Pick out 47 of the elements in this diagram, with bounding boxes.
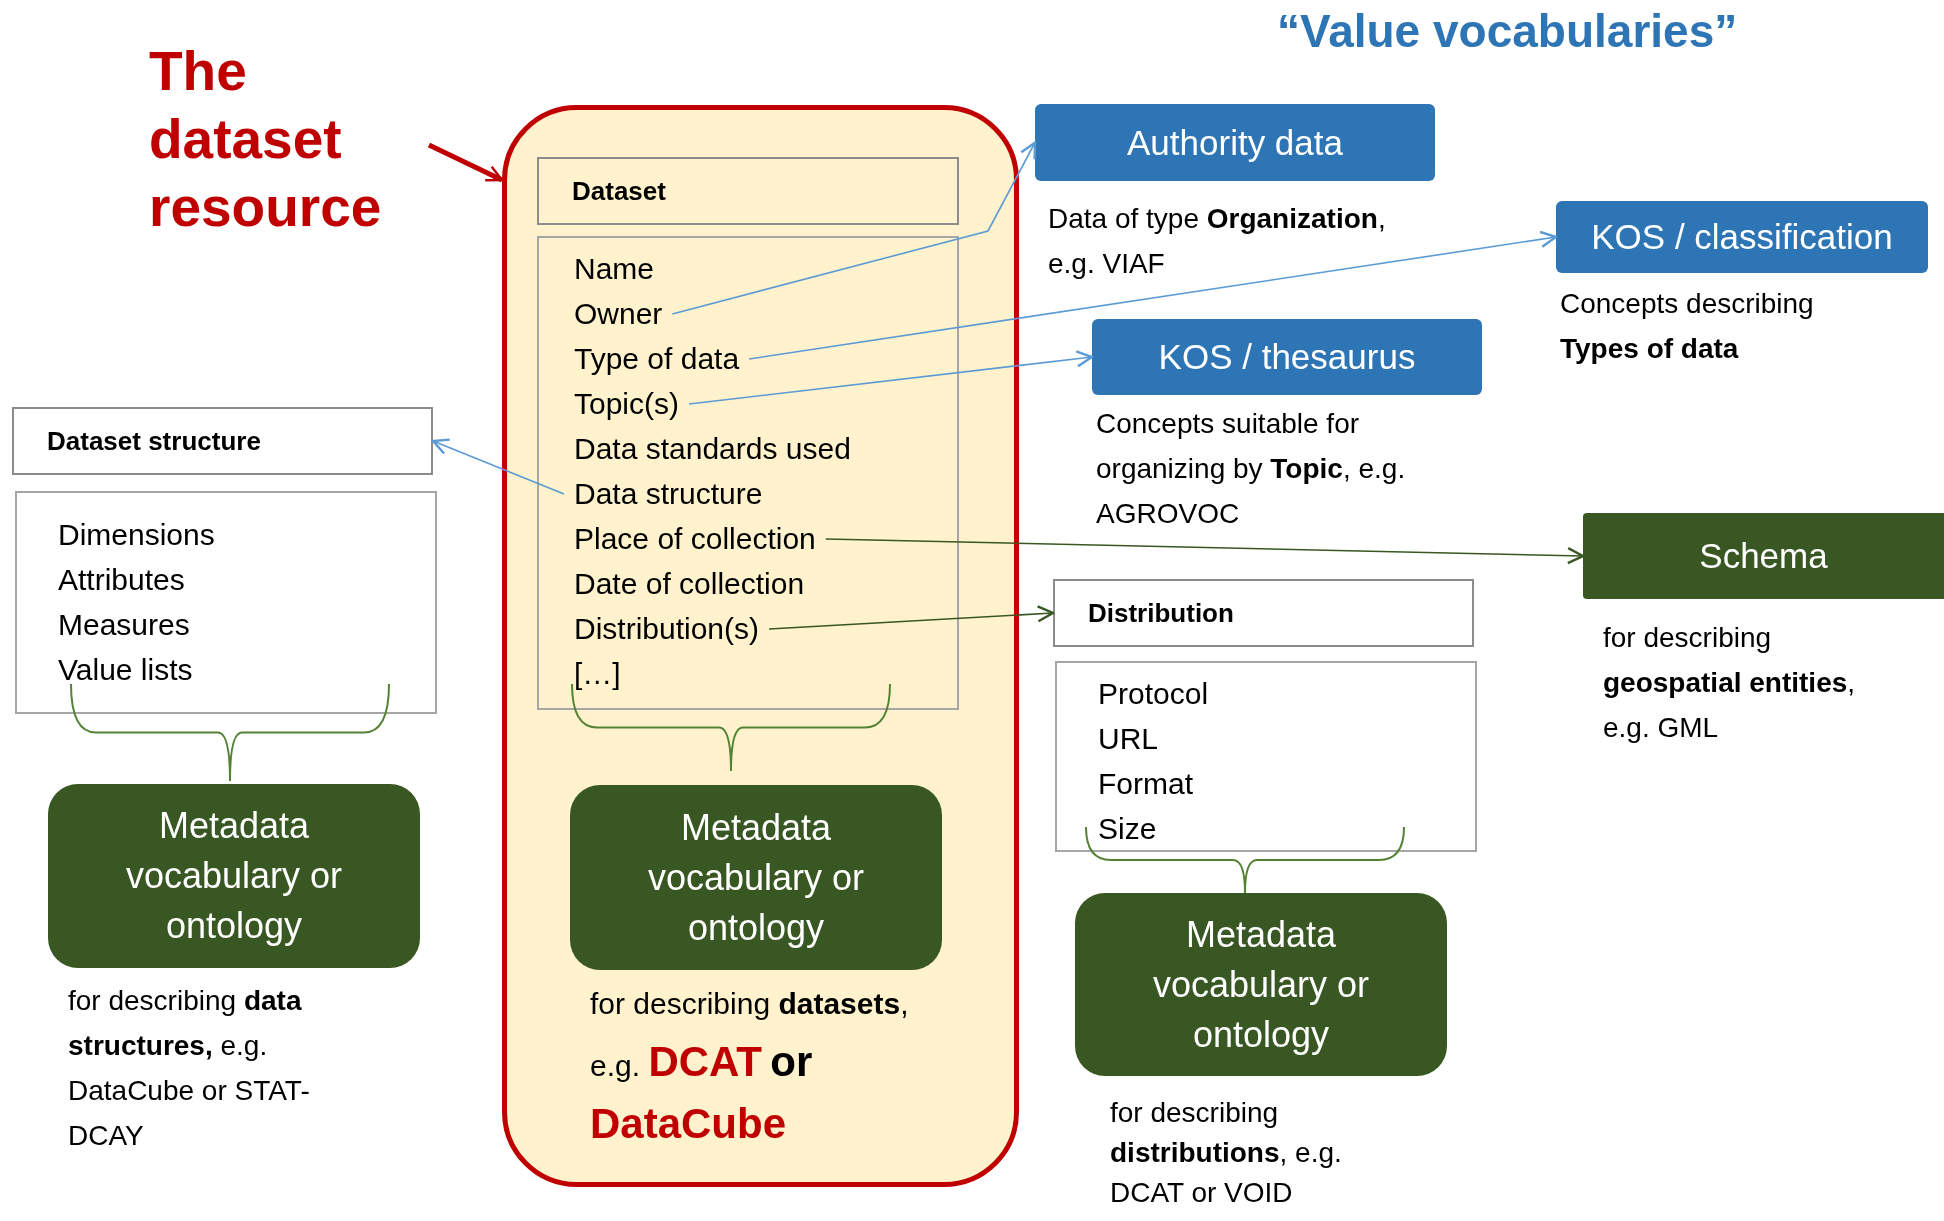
description-text: for describing geospatial entities, e.g. GML <box>1603 621 1857 745</box>
vocabulary-box: Authority data <box>1035 104 1435 181</box>
field-label: Data standards used <box>574 429 851 469</box>
resource-title: The dataset resource <box>149 37 419 252</box>
field-label: Owner <box>574 294 663 334</box>
heading-text: “Value vocabularies” <box>1277 4 1739 58</box>
header-box: Dataset structure <box>12 407 433 475</box>
field-label: Protocol <box>1098 676 1209 712</box>
vocabulary-box: Schema <box>1583 513 1944 599</box>
arrow <box>427 142 504 183</box>
field-label: Topic(s) <box>574 384 679 424</box>
field-label: Data structure <box>574 474 763 514</box>
description-text: Data of type Organization, e.g. VIAF <box>1048 202 1387 281</box>
field-label: Type of data <box>574 339 740 379</box>
dataset-panel <box>502 105 1019 1187</box>
field-label: Date of collection <box>574 564 805 604</box>
arrow <box>825 538 1585 565</box>
field-label: Name <box>574 249 655 289</box>
field-label: Distribution(s) <box>574 609 760 649</box>
vocabulary-box: Metadata vocabulary or ontology <box>570 785 942 970</box>
field-list-box <box>15 491 437 714</box>
vocabulary-box: KOS / thesaurus <box>1092 319 1482 395</box>
description-text: for describing distributions, e.g. DCAT or VOID <box>1110 1096 1343 1210</box>
vocabulary-box: Metadata vocabulary or ontology <box>48 784 420 968</box>
arrow <box>748 230 1558 360</box>
vocabulary-box: Metadata vocabulary or ontology <box>1075 893 1447 1076</box>
field-label: Format <box>1098 766 1193 802</box>
header-box: Dataset <box>537 157 959 225</box>
field-list-box <box>537 236 959 710</box>
field-label: Place of collection <box>574 519 816 559</box>
vocabulary-box: KOS / classification <box>1556 201 1928 273</box>
field-label: Value lists <box>58 652 193 688</box>
description-text: Concepts describing Types of data <box>1560 287 1815 366</box>
arrow <box>688 350 1094 405</box>
field-label: Dimensions <box>58 517 215 553</box>
field-label: URL <box>1098 721 1158 757</box>
field-label: Measures <box>58 607 190 643</box>
field-list-box <box>1055 661 1477 852</box>
field-label: […] <box>574 654 621 694</box>
header-box: Distribution <box>1053 579 1474 647</box>
description-text: for describing data structures, e.g. DataCube or STAT-DCAY <box>68 984 311 1153</box>
description-text: Concepts suitable for organizing by Topic, e.g. AGROVOC <box>1096 407 1407 531</box>
field-label: Size <box>1098 811 1157 847</box>
description-text: for describing datasets, e.g. DCAT or DataCube <box>590 986 910 1149</box>
arrow <box>671 141 1037 315</box>
arrow <box>768 605 1055 630</box>
field-label: Attributes <box>58 562 185 598</box>
